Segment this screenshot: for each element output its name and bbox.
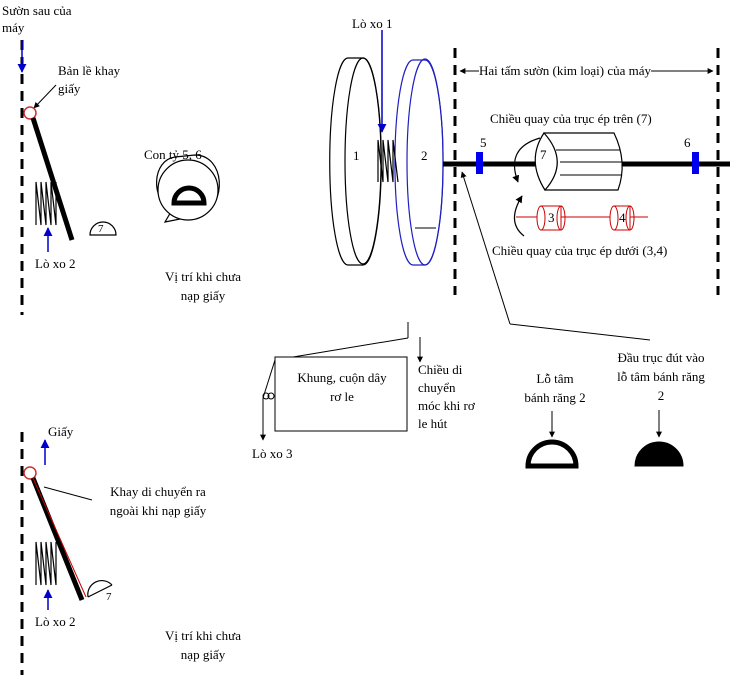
tray-hinge-label: Bản lề khay giấy (58, 63, 121, 96)
spring2-coil-bottom (35, 541, 57, 586)
tooth-label: Con tỷ 5, 6 (144, 147, 202, 162)
paper-label: Giấy (48, 424, 74, 439)
paper-tray-bar-bottom (30, 477, 85, 601)
roller-7-label: 7 (540, 147, 547, 162)
roller-4-label: 4 (619, 210, 626, 225)
tray-out-pointer (43, 486, 93, 501)
roller-4-left-face (609, 205, 619, 231)
position-before-loading-top: Vị trí khi chưa nạp giấy (165, 269, 242, 303)
lower-rotation-arrow (513, 195, 525, 237)
spring2-bottom-label: Lò xo 2 (35, 614, 76, 629)
position-before-loading-bottom: Vị trí khi chưa nạp giấy (165, 628, 242, 662)
shaft-end-icon (634, 441, 684, 467)
spring3-label: Lò xo 3 (252, 446, 293, 461)
marker-6-label: 6 (684, 135, 691, 150)
spring3-coil-icon (267, 392, 275, 400)
relay-frame (274, 356, 408, 432)
roller-3-label: 3 (548, 210, 555, 225)
roller-3-left-face (536, 205, 546, 231)
spring1-label: Lò xo 1 (352, 16, 393, 31)
cam-7-top-label: 7 (98, 223, 104, 235)
spring2-coil-top (35, 181, 57, 226)
gear-hole-label: Lỗ tâm bánh răng 2 (524, 371, 586, 405)
disk-2-label: 2 (421, 148, 428, 163)
back-frame-label: Sườn sau của máy (2, 3, 72, 35)
hinge-pointer-arrow (33, 84, 57, 109)
marker-5 (476, 152, 483, 174)
frame-plates-label: Hai tấm sườn (kim loại) của máy (479, 63, 652, 79)
lower-rotation-label: Chiều quay của trục ép dưới (3,4) (492, 243, 668, 258)
shaft-end-pointer (460, 171, 511, 325)
tray-hinge-bottom-icon (23, 466, 37, 480)
roller-3-right-face (556, 205, 566, 231)
cam-7-bottom-edge (87, 584, 113, 598)
cam-7-top-icon (89, 221, 117, 236)
paper-tray-bar (30, 117, 75, 241)
tooth-5-6-icon (171, 185, 207, 206)
cam-7-bottom-label: 7 (106, 591, 112, 603)
roller-4-right-face (625, 205, 635, 231)
upper-roller-7-front (534, 132, 558, 191)
spring2-top-label: Lò xo 2 (35, 256, 76, 271)
spring1-coil (377, 139, 399, 183)
cam-7-bottom-icon (87, 579, 113, 598)
spring3-coil-icon (262, 392, 270, 400)
tray-moved-out-line (32, 477, 87, 598)
relay-link (274, 337, 409, 361)
relay-frame-label: Khung, cuộn dây rơ le (297, 370, 387, 404)
tray-hinge-icon (23, 106, 37, 120)
marker-6 (692, 152, 699, 174)
marker-5-label: 5 (480, 135, 487, 150)
shaft-end-pointer-line (509, 323, 651, 341)
upper-rotation-arrow (512, 137, 541, 183)
tray-out-label: Khay di chuyển ra ngoài khi nạp giấy (109, 484, 207, 518)
disk-1-label: 1 (353, 148, 360, 163)
disk-2-body (394, 59, 444, 266)
shaft-end-label: Đầu trục đút vào lỗ tâm bánh răng 2 (617, 350, 705, 403)
gear-hole-icon (525, 439, 579, 469)
spring3-arm (262, 359, 276, 399)
hook-direction-label: Chiều di chuyển móc khi rơ le hút (418, 362, 475, 431)
upper-rotation-label: Chiều quay của trục ép trên (7) (490, 111, 652, 126)
